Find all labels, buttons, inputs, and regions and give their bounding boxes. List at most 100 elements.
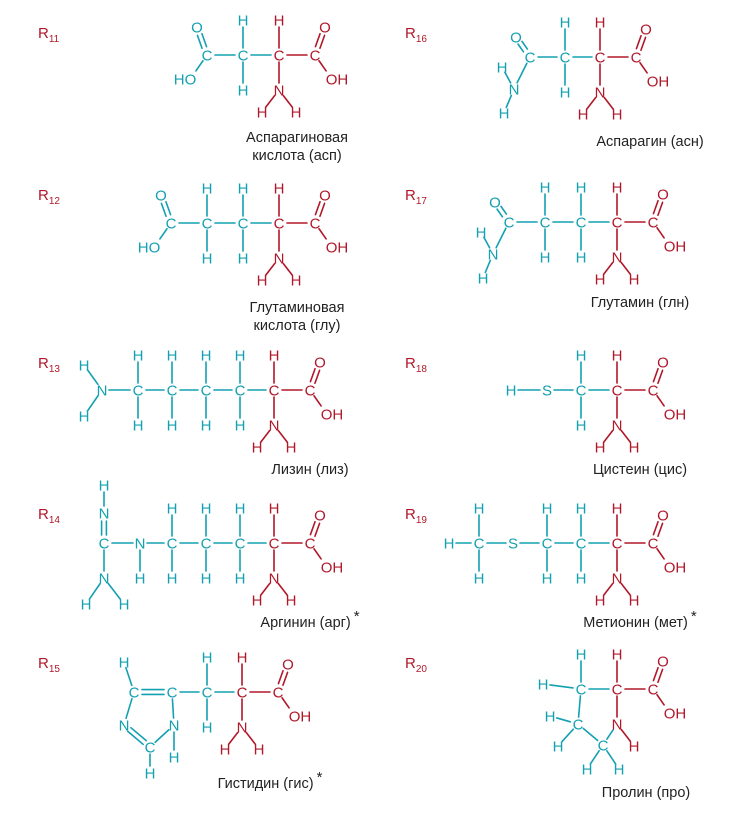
atom-c: C (201, 536, 212, 553)
panel-number-letter: R (38, 187, 49, 204)
atom-h: H (576, 501, 587, 518)
bond (639, 61, 648, 74)
double-bond (635, 34, 642, 50)
double-bond (652, 199, 659, 215)
atom-c: C (474, 536, 485, 553)
atom-oh: OH (326, 240, 349, 257)
panel-number-subscript: 19 (416, 515, 428, 526)
atom-h: H (252, 440, 263, 457)
atom-h: H (202, 650, 213, 667)
atom-h: H (540, 250, 551, 267)
panel-number-letter: R (405, 187, 416, 204)
double-bond (314, 522, 321, 538)
atom-c: C (269, 536, 280, 553)
bond (585, 96, 597, 111)
panel-number-subscript: 18 (416, 364, 428, 375)
atom-h: H (201, 571, 212, 588)
atom-h: H (237, 650, 248, 667)
atom-c: C (145, 740, 156, 757)
bond (282, 94, 294, 109)
atom-h: H (444, 536, 455, 553)
atom-h: H (576, 418, 587, 435)
atom-h: H (538, 677, 549, 694)
double-bond (657, 668, 664, 684)
atom-c: C (269, 383, 280, 400)
atom-c: C (612, 383, 623, 400)
atom-n: N (612, 250, 623, 267)
atom-oh: OH (321, 560, 344, 577)
bond (602, 582, 614, 597)
atom-sx: S (542, 383, 552, 400)
atom-c: C (648, 215, 659, 232)
atom-c: C (648, 383, 659, 400)
atom-h: H (202, 181, 213, 198)
panel-number-letter: R (38, 355, 49, 372)
atom-n: N (612, 717, 623, 734)
bond (620, 728, 632, 743)
atom-h: H (201, 501, 212, 518)
bond (86, 369, 99, 386)
atom-c: C (612, 536, 623, 553)
atom-c: C (542, 536, 553, 553)
atom-o: O (314, 508, 326, 525)
atom-n: N (237, 720, 248, 737)
atom-c: C (525, 50, 536, 67)
atom-oh: OH (664, 239, 687, 256)
atom-c: C (274, 48, 285, 65)
double-bond (319, 202, 326, 218)
bond (264, 262, 276, 277)
bond (264, 94, 276, 109)
atom-c: C (648, 536, 659, 553)
panel-number: R13 (38, 355, 60, 375)
atom-h: H (291, 105, 302, 122)
atom-h: H (474, 501, 485, 518)
bond (227, 731, 239, 746)
atom-h: H (612, 180, 623, 197)
atom-h: H (235, 501, 246, 518)
atom-h: H (542, 571, 553, 588)
atom-h: H (167, 501, 178, 518)
atom-n: N (99, 571, 110, 588)
atom-n: N (274, 83, 285, 100)
bond (483, 236, 491, 249)
atom-h: H (269, 348, 280, 365)
atom-h: H (167, 418, 178, 435)
atom-h: H (595, 272, 606, 289)
atom-h: H (542, 501, 553, 518)
essential-asterisk: * (317, 769, 323, 786)
bond (171, 698, 175, 719)
bond (516, 62, 528, 84)
bond (313, 547, 322, 560)
double-bond (314, 32, 321, 48)
atom-h: H (582, 762, 593, 779)
bond (656, 226, 665, 239)
panel-number-subscript: 16 (416, 34, 428, 45)
bond (603, 96, 615, 111)
atom-c: C (576, 536, 587, 553)
amino-acid-name: Аспарагин (асн) (596, 134, 703, 150)
atom-h: H (560, 85, 571, 102)
panel-number: R19 (405, 506, 427, 526)
panel-number: R14 (38, 506, 60, 526)
bond (313, 394, 322, 407)
atom-h: H (545, 709, 556, 726)
atom-h: H (612, 501, 623, 518)
atom-h: H (119, 655, 130, 672)
double-bond (657, 522, 664, 538)
atom-h: H (291, 273, 302, 290)
atom-h: H (274, 181, 285, 198)
atom-h: H (201, 418, 212, 435)
panel-number: R12 (38, 187, 60, 207)
atom-n: N (269, 418, 280, 435)
double-bond (282, 671, 289, 687)
panel-number-letter: R (405, 655, 416, 672)
atom-c: C (648, 682, 659, 699)
atom-h: H (167, 348, 178, 365)
atom-o: O (657, 654, 669, 671)
atom-c: C (310, 48, 321, 65)
atom-h: H (553, 739, 564, 756)
atom-n: N (269, 571, 280, 588)
